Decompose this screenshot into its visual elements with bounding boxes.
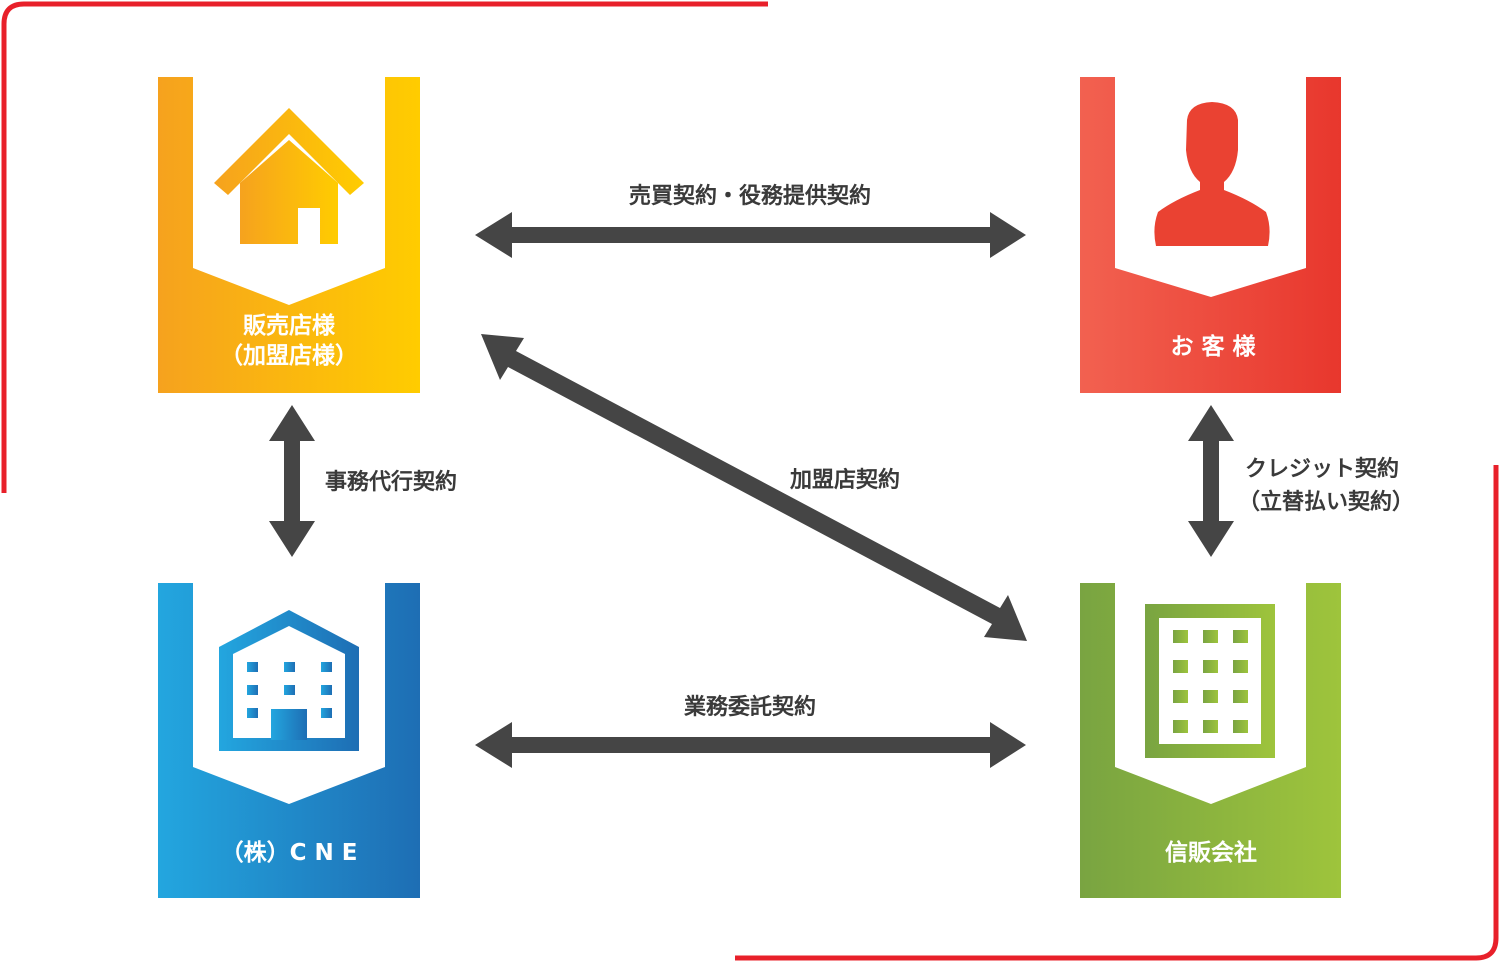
arrow-credit-contract (1188, 405, 1234, 557)
cne-label: （株）C N E (221, 839, 358, 866)
business-contract-label: 業務委託契約 (684, 694, 816, 720)
credit-contract-label-line2: （立替払い契約） (1238, 489, 1414, 515)
frame-line-bottom-right (735, 465, 1499, 961)
arrow-agency-contract (269, 405, 315, 557)
agency-contract-label: 事務代行契約 (325, 469, 457, 495)
seller-label-line1: 販売店様 (243, 312, 336, 339)
sales-contract-label: 売買契約・役務提供契約 (629, 183, 871, 209)
arrow-member-contract (481, 334, 1027, 641)
node-cne: （株）C N E (158, 583, 420, 898)
member-contract-label: 加盟店契約 (789, 467, 900, 493)
frame-line-top-left (1, 1, 768, 493)
customer-label: お 客 様 (1170, 333, 1256, 360)
office-building-icon (219, 610, 359, 751)
node-seller: 販売店様 （加盟店様） (158, 77, 420, 393)
arrow-sales-contract (475, 212, 1026, 258)
seller-label-line2: （加盟店様） (220, 342, 358, 369)
house-icon (214, 108, 364, 244)
credit-contract-label-line1: クレジット契約 (1245, 456, 1399, 482)
person-icon (1154, 102, 1270, 246)
node-credit-company: 信販会社 (1080, 583, 1341, 898)
arrow-business-contract (475, 722, 1026, 768)
tall-building-icon (1145, 604, 1275, 758)
node-customer: お 客 様 (1080, 77, 1341, 393)
credit-company-label: 信販会社 (1165, 839, 1257, 866)
